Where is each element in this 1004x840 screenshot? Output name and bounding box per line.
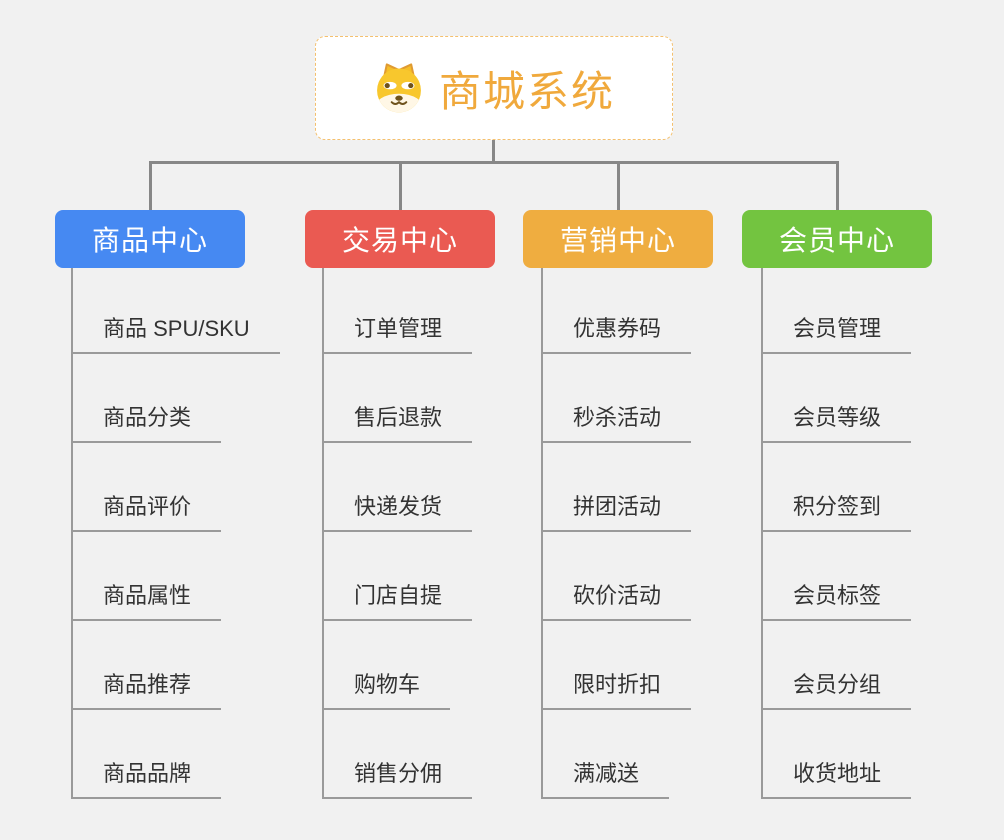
leaf-column-1: 商品 SPU/SKU 商品分类商品评价商品属性商品推荐商品品牌 (71, 268, 280, 799)
leaf-column-3: 优惠券码秒杀活动拼团活动砍价活动限时折扣满减送 (541, 268, 692, 799)
leaf-node[interactable]: 商品分类 (73, 404, 222, 443)
leaf-slot: 商品 SPU/SKU (73, 268, 280, 354)
branch-drop-line (836, 164, 839, 210)
leaf-slot: 商品推荐 (73, 621, 280, 710)
branch-drop-line (399, 164, 402, 210)
root-connector-line (492, 140, 495, 162)
branch-header-3[interactable]: 营销中心 (523, 210, 713, 268)
leaf-node[interactable]: 商品推荐 (73, 671, 222, 710)
root-title: 商城系统 (438, 67, 615, 115)
leaf-slot: 销售分佣 (324, 710, 473, 799)
branch-header-1[interactable]: 商品中心 (55, 210, 245, 268)
leaf-node[interactable]: 门店自提 (324, 582, 473, 621)
leaf-node[interactable]: 会员管理 (763, 315, 912, 354)
leaf-slot: 购物车 (324, 621, 472, 710)
leaf-slot: 收货地址 (763, 710, 912, 799)
leaf-slot: 限时折扣 (543, 621, 692, 710)
leaf-slot: 拼团活动 (543, 443, 692, 532)
leaf-node[interactable]: 会员等级 (763, 404, 912, 443)
leaf-slot: 订单管理 (324, 268, 473, 354)
leaf-node[interactable]: 限时折扣 (543, 671, 692, 710)
leaf-column-2: 订单管理售后退款快递发货门店自提购物车销售分佣 (322, 268, 473, 799)
leaf-slot: 满减送 (543, 710, 691, 799)
leaf-slot: 售后退款 (324, 354, 473, 443)
branch-drop-line (617, 164, 620, 210)
leaf-node[interactable]: 收货地址 (763, 760, 912, 799)
dog-face-icon (377, 63, 421, 113)
leaf-slot: 会员标签 (763, 532, 912, 621)
leaf-node[interactable]: 秒杀活动 (543, 404, 692, 443)
leaf-node[interactable]: 销售分佣 (324, 760, 473, 799)
leaf-slot: 商品属性 (73, 532, 280, 621)
leaf-slot: 商品分类 (73, 354, 280, 443)
leaf-node[interactable]: 商品评价 (73, 493, 222, 532)
leaf-node[interactable]: 砍价活动 (543, 582, 692, 621)
leaf-node[interactable]: 商品 SPU/SKU (73, 315, 280, 354)
leaf-node[interactable]: 订单管理 (324, 315, 473, 354)
branch-rail-line (149, 161, 839, 164)
leaf-node[interactable]: 满减送 (543, 760, 670, 799)
leaf-slot: 会员管理 (763, 268, 912, 354)
leaf-slot: 门店自提 (324, 532, 473, 621)
leaf-column-4: 会员管理会员等级积分签到会员标签会员分组收货地址 (761, 268, 912, 799)
leaf-slot: 砍价活动 (543, 532, 692, 621)
leaf-node[interactable]: 会员标签 (763, 582, 912, 621)
leaf-slot: 商品品牌 (73, 710, 280, 799)
leaf-slot: 秒杀活动 (543, 354, 692, 443)
leaf-node[interactable]: 积分签到 (763, 493, 912, 532)
root-node[interactable]: 商城系统 (315, 36, 673, 140)
leaf-node[interactable]: 快递发货 (324, 493, 473, 532)
branch-header-4[interactable]: 会员中心 (742, 210, 932, 268)
leaf-node[interactable]: 商品属性 (73, 582, 222, 621)
branch-header-2[interactable]: 交易中心 (305, 210, 495, 268)
leaf-slot: 会员分组 (763, 621, 912, 710)
leaf-slot: 积分签到 (763, 443, 912, 532)
leaf-slot: 商品评价 (73, 443, 280, 532)
leaf-slot: 会员等级 (763, 354, 912, 443)
leaf-node[interactable]: 拼团活动 (543, 493, 692, 532)
leaf-node[interactable]: 优惠券码 (543, 315, 692, 354)
leaf-node[interactable]: 会员分组 (763, 671, 912, 710)
leaf-node[interactable]: 售后退款 (324, 404, 473, 443)
leaf-node[interactable]: 商品品牌 (73, 760, 222, 799)
leaf-node[interactable]: 购物车 (324, 671, 451, 710)
leaf-slot: 优惠券码 (543, 268, 692, 354)
branch-drop-line (149, 164, 152, 210)
leaf-slot: 快递发货 (324, 443, 473, 532)
